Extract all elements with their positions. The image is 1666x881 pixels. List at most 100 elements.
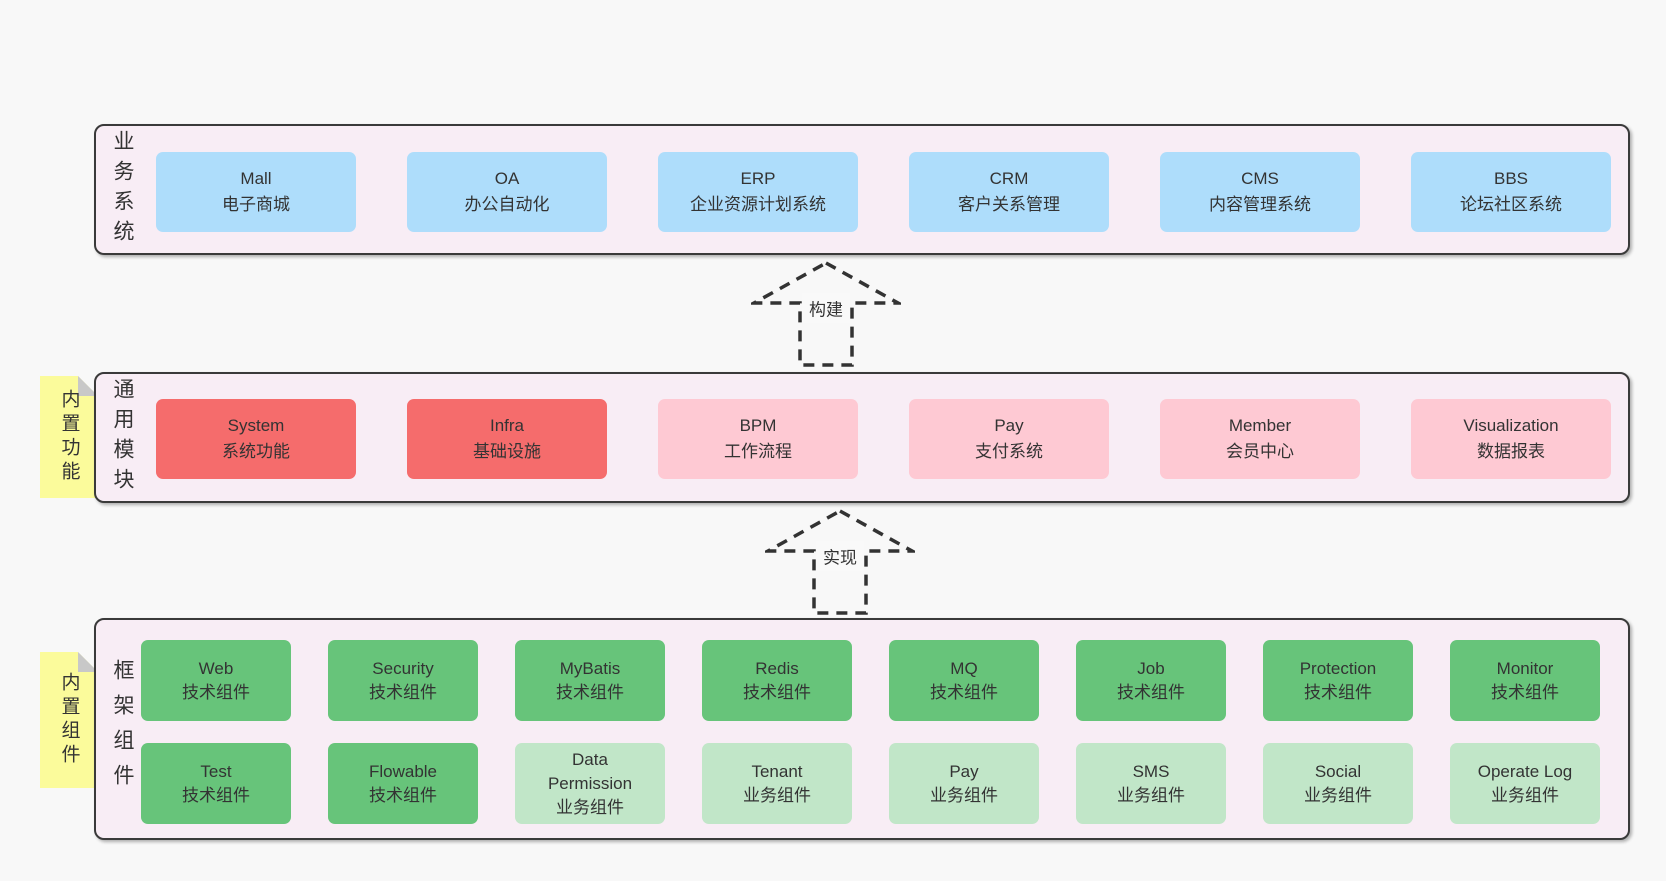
box-title: BPM	[739, 416, 777, 435]
box-subtitle: 技术组件	[556, 682, 624, 702]
box-subtitle: 业务组件	[556, 797, 624, 817]
sticky-note-builtin-components: 内置组件	[40, 652, 98, 788]
box-subtitle: 数据报表	[1477, 442, 1545, 461]
box-subtitle: 业务组件	[743, 785, 811, 805]
box-mq: MQ 技术组件	[889, 640, 1039, 721]
box-security: Security 技术组件	[328, 640, 478, 721]
box-oa: OA 办公自动化	[407, 152, 607, 232]
box-visualization: Visualization 数据报表	[1411, 399, 1611, 479]
box-subtitle: 会员中心	[1226, 442, 1294, 461]
box-monitor: Monitor 技术组件	[1450, 640, 1600, 721]
box-subtitle: 系统功能	[222, 442, 290, 461]
box-title: Infra	[489, 416, 525, 435]
box-redis: Redis 技术组件	[702, 640, 852, 721]
up-arrow-icon	[751, 260, 901, 367]
box-member: Member 会员中心	[1160, 399, 1360, 479]
box-title: Pay	[994, 416, 1024, 435]
box-subtitle: 业务组件	[1117, 785, 1185, 805]
box-subtitle: 技术组件	[369, 682, 437, 702]
arrow-label: 实现	[816, 540, 864, 572]
box-tenant: Tenant 业务组件	[702, 743, 852, 824]
box-title: Social	[1314, 761, 1362, 781]
box-subtitle: 技术组件	[930, 682, 998, 702]
box-title: Security	[372, 658, 434, 678]
box-subtitle: 客户关系管理	[958, 195, 1060, 214]
layer-title: 业务系统	[111, 129, 134, 250]
box-title: SMS	[1132, 761, 1170, 781]
box-subtitle: 办公自动化	[464, 195, 550, 214]
box-title: MyBatis	[559, 658, 621, 678]
box-bpm: BPM 工作流程	[658, 399, 858, 479]
sticky-note-label: 内置功能	[58, 389, 80, 485]
box-infra: Infra 基础设施	[407, 399, 607, 479]
box-title: CMS	[1241, 169, 1279, 188]
up-arrow-icon	[765, 508, 915, 615]
box-title: Pay	[949, 761, 979, 781]
box-title: Web	[198, 658, 234, 678]
sticky-note-label: 内置组件	[58, 672, 80, 768]
box-erp: ERP 企业资源计划系统	[658, 152, 858, 232]
box-subtitle: 技术组件	[369, 785, 437, 805]
box-subtitle: 技术组件	[1491, 682, 1559, 702]
box-row: System 系统功能 Infra 基础设施 BPM 工作流程 Pay 支付系统…	[156, 399, 1611, 479]
arrow-implement: 实现	[765, 508, 915, 616]
box-subtitle: 工作流程	[724, 442, 792, 461]
layer-common-modules: 通用模块 System 系统功能 Infra 基础设施 BPM 工作流程 Pay…	[94, 372, 1630, 503]
box-row: Mall 电子商城 OA 办公自动化 ERP 企业资源计划系统 CRM 客户关系…	[156, 152, 1611, 232]
box-social: Social 业务组件	[1263, 743, 1413, 824]
box-mybatis: MyBatis 技术组件	[515, 640, 665, 721]
component-grid: Web 技术组件 Security 技术组件 MyBatis 技术组件 Redi…	[141, 640, 1600, 824]
box-pay: Pay 支付系统	[909, 399, 1109, 479]
box-title: Operate Log	[1477, 761, 1573, 781]
box-title: Flowable	[368, 761, 438, 781]
arrow-build: 构建	[751, 260, 901, 368]
box-subtitle: 技术组件	[1304, 682, 1372, 702]
box-subtitle: 技术组件	[182, 682, 250, 702]
box-subtitle: 业务组件	[1304, 785, 1372, 805]
box-title: System	[227, 416, 285, 435]
box-subtitle: 业务组件	[930, 785, 998, 805]
box-title: Member	[1228, 416, 1292, 435]
box-mall: Mall 电子商城	[156, 152, 356, 232]
box-system: System 系统功能	[156, 399, 356, 479]
box-title: OA	[494, 169, 520, 188]
box-bbs: BBS 论坛社区系统	[1411, 152, 1611, 232]
box-title: Redis	[755, 658, 799, 678]
box-title: Protection	[1299, 658, 1377, 678]
box-test: Test 技术组件	[141, 743, 291, 824]
box-title: Tenant	[751, 761, 803, 781]
box-subtitle: 企业资源计划系统	[690, 195, 826, 214]
box-subtitle: 内容管理系统	[1209, 195, 1311, 214]
box-subtitle: 技术组件	[182, 785, 250, 805]
box-web: Web 技术组件	[141, 640, 291, 721]
box-subtitle: 论坛社区系统	[1460, 195, 1562, 214]
box-subtitle: 基础设施	[473, 442, 541, 461]
layer-framework-components: 框架组件 Web 技术组件 Security 技术组件 MyBatis 技术组件…	[94, 618, 1630, 840]
box-title: Data Permission	[547, 749, 633, 793]
layer-title: 通用模块	[111, 377, 134, 498]
box-pay-biz: Pay 业务组件	[889, 743, 1039, 824]
box-subtitle: 电子商城	[222, 195, 290, 214]
layer-title: 框架组件	[111, 659, 134, 799]
box-title: ERP	[740, 169, 776, 188]
sticky-note-builtin-features: 内置功能	[40, 376, 98, 498]
box-title: MQ	[950, 658, 978, 678]
box-job: Job 技术组件	[1076, 640, 1226, 721]
box-cms: CMS 内容管理系统	[1160, 152, 1360, 232]
box-subtitle: 业务组件	[1491, 785, 1559, 805]
box-title: Mall	[240, 169, 272, 188]
layer-business-systems: 业务系统 Mall 电子商城 OA 办公自动化 ERP 企业资源计划系统 CRM…	[94, 124, 1630, 255]
arrow-label: 构建	[802, 292, 850, 324]
box-sms: SMS 业务组件	[1076, 743, 1226, 824]
box-title: BBS	[1493, 169, 1529, 188]
box-title: Monitor	[1496, 658, 1554, 678]
box-protection: Protection 技术组件	[1263, 640, 1413, 721]
box-title: Visualization	[1463, 416, 1559, 435]
box-title: Test	[200, 761, 232, 781]
box-flowable: Flowable 技术组件	[328, 743, 478, 824]
box-subtitle: 支付系统	[975, 442, 1043, 461]
box-title: CRM	[989, 169, 1029, 188]
box-subtitle: 技术组件	[1117, 682, 1185, 702]
box-subtitle: 技术组件	[743, 682, 811, 702]
